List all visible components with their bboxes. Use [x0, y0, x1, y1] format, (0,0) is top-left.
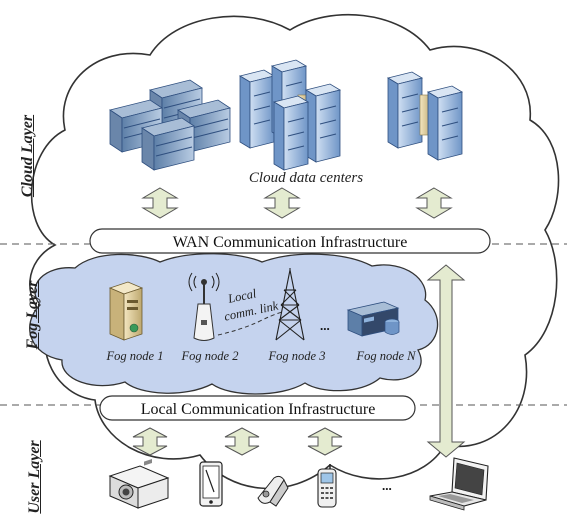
- fog-node-label: Fog node 3: [268, 349, 326, 363]
- double-arrow-icon: [415, 187, 453, 219]
- local-bar: [99, 395, 416, 421]
- double-arrow-icon: [224, 427, 260, 456]
- wan-bar: [89, 228, 491, 254]
- flip-phone-icon: [257, 475, 289, 507]
- long-double-arrow-icon: [426, 264, 466, 458]
- cloud-data-centers-caption: Cloud data centers: [249, 170, 363, 186]
- user-layer-label: User Layer: [26, 440, 43, 514]
- fog-node-label: Fog node N: [355, 349, 416, 363]
- tower-server-icon: [238, 59, 342, 171]
- tablet-icon: [199, 461, 223, 507]
- cloud-layer-label: Cloud Layer: [19, 114, 36, 198]
- laptop-icon: [429, 457, 489, 511]
- server-rack-icon: [346, 301, 400, 337]
- cell-tower-icon: [275, 268, 305, 341]
- wifi-router-icon: [188, 272, 220, 341]
- user-ellipsis: ...: [382, 478, 392, 493]
- local-label: Local Communication Infrastructure: [141, 401, 376, 418]
- double-arrow-icon: [263, 187, 301, 219]
- tower-server-icon: [108, 281, 144, 341]
- fog-ellipsis: ...: [320, 318, 330, 333]
- double-arrow-icon: [307, 427, 343, 456]
- double-arrow-icon: [132, 427, 168, 456]
- fog-layer-label: Fog Layer: [24, 280, 41, 350]
- tower-server-icon: [386, 71, 464, 161]
- double-arrow-icon: [141, 187, 179, 219]
- wan-label: WAN Communication Infrastructure: [173, 234, 408, 251]
- projector-icon: [108, 459, 170, 509]
- fog-node-label: Fog node 1: [106, 349, 164, 363]
- mobile-phone-icon: [317, 464, 337, 508]
- fog-node-label: Fog node 2: [181, 349, 239, 363]
- local-comm-link: [217, 311, 283, 336]
- link-label-line1: Local: [226, 286, 258, 306]
- server-rack-icon: [109, 79, 231, 171]
